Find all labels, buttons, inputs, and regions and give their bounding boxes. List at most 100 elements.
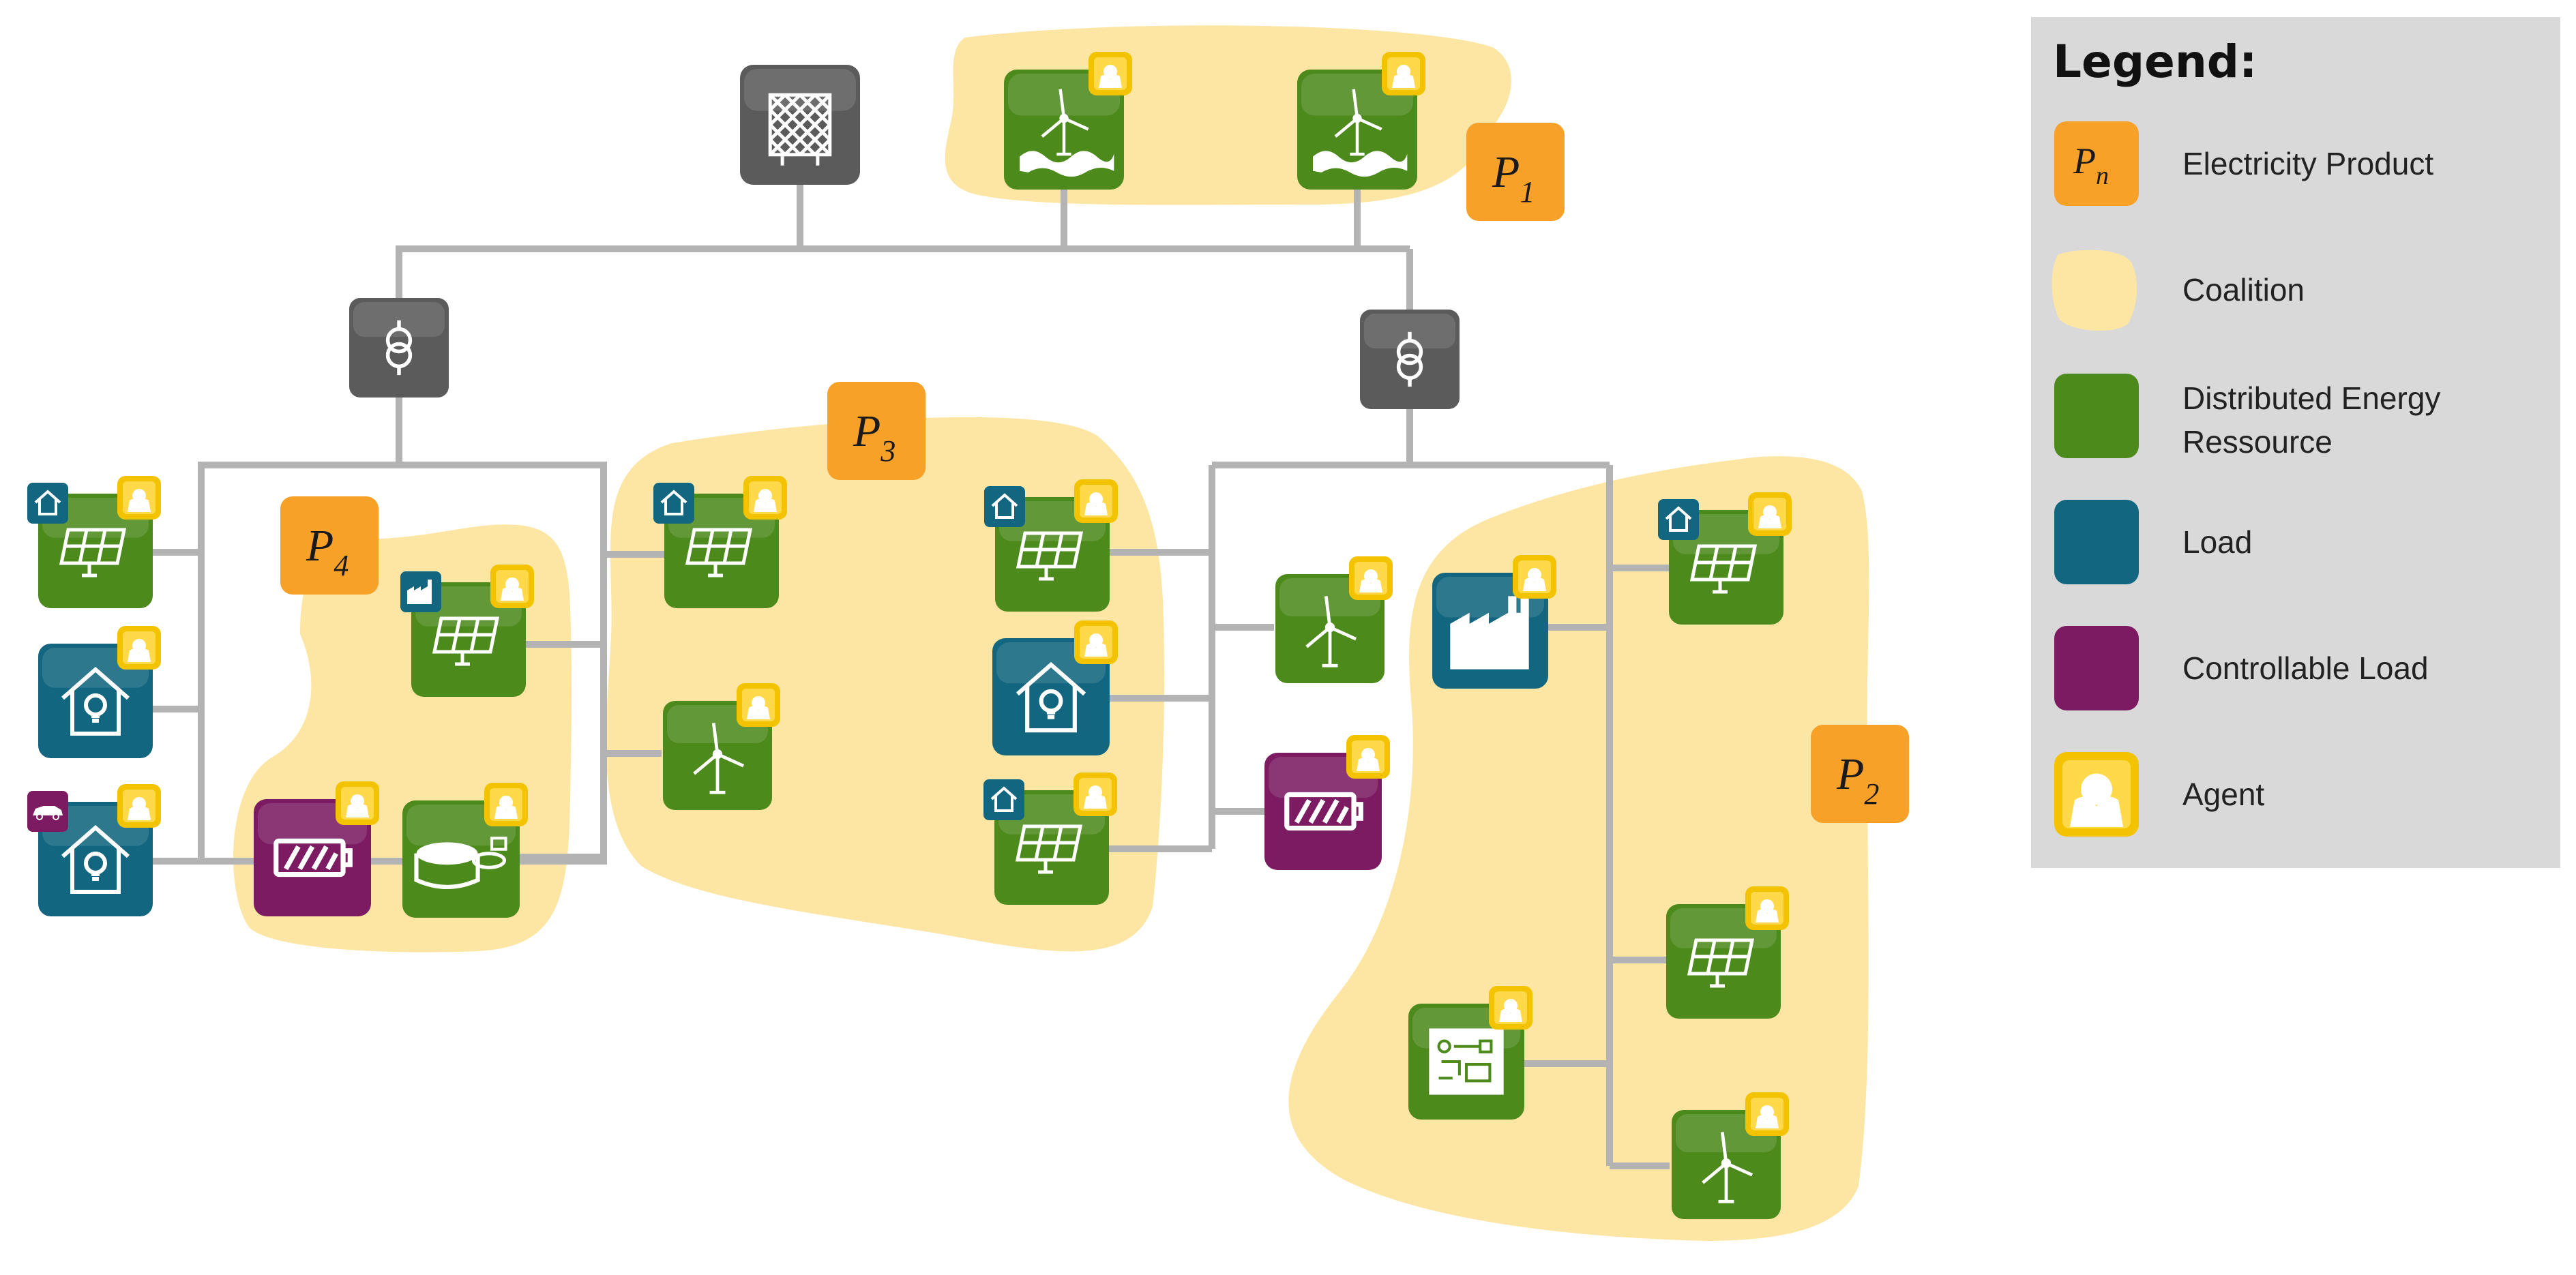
house-badge-icon	[27, 483, 68, 524]
household-load-1-tile	[38, 644, 153, 758]
household-load-ev	[27, 784, 161, 916]
offshore-wind-icon	[1020, 89, 1114, 177]
pv-household-4-tile	[994, 790, 1109, 905]
pv-industrial	[400, 565, 534, 697]
agent-icon	[1489, 986, 1533, 1030]
offshore-wind-1	[1004, 52, 1132, 190]
chp-unit	[1408, 986, 1533, 1120]
legend-swatch	[2054, 626, 2139, 710]
factory-icon	[1450, 596, 1529, 670]
legend-label: Electricity Product	[2182, 146, 2433, 181]
legend-item-product: Pn Electricity Product	[2054, 121, 2433, 206]
house-badge-icon	[984, 486, 1025, 527]
chp-icon	[1429, 1028, 1504, 1095]
agent-icon	[117, 626, 161, 670]
agent-icon	[1074, 772, 1117, 816]
house-badge-icon	[653, 483, 694, 524]
agent-icon	[117, 784, 161, 828]
pv-household-2-tile	[664, 494, 779, 608]
product-label: P2	[1836, 749, 1879, 811]
legend-swatch	[2054, 500, 2139, 584]
pv-household-4	[983, 772, 1117, 905]
pv-park-tile	[1666, 904, 1781, 1019]
biogas-icon	[414, 837, 507, 890]
wind-turbine-3	[1672, 1092, 1789, 1219]
product-p1: P1	[1466, 123, 1565, 221]
agent-icon	[1346, 735, 1390, 779]
legend-label: Load	[2182, 524, 2252, 560]
grid-lines	[150, 183, 1670, 1169]
product-label: P3	[853, 406, 895, 468]
household-load-2-tile	[992, 638, 1110, 755]
agent-icon	[1748, 492, 1792, 536]
feeder-left-loop	[198, 462, 607, 865]
legend-swatch	[2054, 374, 2139, 458]
agent-icon	[117, 476, 161, 520]
factory-load	[1432, 555, 1556, 689]
legend-item-coalition: Coalition	[2052, 250, 2305, 331]
car-badge-icon	[27, 791, 68, 832]
pv-household-3-tile	[995, 497, 1110, 612]
factory-badge-icon	[400, 571, 441, 612]
legend-item-controllable-load: Controllable Load	[2054, 626, 2429, 710]
product-p4: P4	[280, 496, 379, 595]
agent-icon	[1074, 479, 1118, 523]
battery-1	[254, 781, 379, 916]
legend-swatch	[2052, 250, 2137, 331]
offshore-wind-2	[1297, 52, 1425, 190]
wind-turbine-1	[663, 683, 780, 810]
transformer-right	[1360, 310, 1460, 409]
legend-product-symbol: Pn	[2073, 140, 2109, 190]
product-p3: P3	[827, 382, 926, 480]
agent-icon	[1745, 886, 1789, 930]
wind-turbine-2	[1275, 556, 1393, 683]
legend-title: Legend:	[2053, 35, 2257, 88]
product-label: P1	[1492, 147, 1535, 209]
house-badge-icon	[1658, 499, 1699, 540]
biogas-plant	[402, 783, 528, 918]
grid-connection	[740, 65, 860, 185]
agent-icon	[490, 565, 534, 608]
pv-household-1	[27, 476, 161, 608]
pv-household-2	[653, 476, 787, 608]
household-load-2	[992, 620, 1118, 755]
pv-household-1-tile	[38, 494, 153, 608]
legend-item-agent: Agent	[2054, 752, 2264, 837]
legend: Legend: Pn Electricity ProductCoalitionDi…	[2031, 17, 2560, 868]
product-label: P4	[306, 521, 349, 582]
pv-household-3	[984, 479, 1118, 612]
agent-icon	[484, 783, 528, 826]
agent-icon	[743, 476, 787, 520]
agent-icon	[1745, 1092, 1789, 1136]
agent-icon	[1513, 555, 1556, 599]
pv-household-5	[1658, 492, 1792, 625]
household-load-ev-tile	[38, 802, 153, 916]
legend-item-load: Load	[2054, 500, 2252, 584]
legend-swatch	[2054, 121, 2139, 206]
battery-2-tile	[1264, 753, 1382, 870]
agent-icon	[1349, 556, 1393, 600]
agent-icon	[336, 781, 379, 825]
agent-icon	[1074, 620, 1118, 664]
household-load-1	[38, 626, 161, 758]
legend-label: Coalition	[2182, 272, 2305, 308]
legend-label: Controllable Load	[2182, 650, 2429, 686]
pv-household-5-tile	[1669, 510, 1783, 625]
pv-industrial-tile	[411, 582, 526, 697]
offshore-wind-icon	[1313, 89, 1408, 177]
battery-2	[1264, 735, 1390, 870]
transformer-left-tile	[349, 298, 449, 397]
product-p2: P2	[1811, 725, 1909, 823]
battery-1-tile	[254, 799, 371, 916]
transformer-right-tile	[1360, 310, 1460, 409]
agent-icon	[737, 683, 780, 727]
house-badge-icon	[983, 779, 1024, 820]
agent-icon	[1089, 52, 1132, 95]
agent-icon	[1382, 52, 1425, 95]
pv-park	[1666, 886, 1789, 1019]
transformer-left	[349, 298, 449, 397]
legend-label: Agent	[2182, 777, 2264, 812]
